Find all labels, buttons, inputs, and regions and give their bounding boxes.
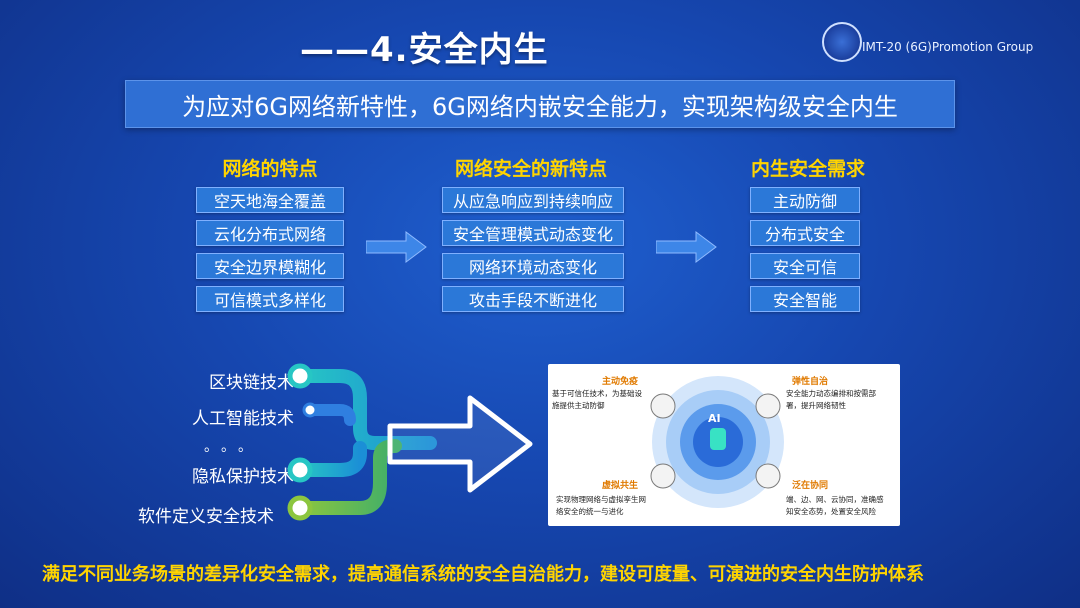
headline-text: 为应对6G网络新特性，6G网络内嵌安全能力，实现架构级安全内生: [182, 92, 898, 121]
quadrant-text: 施提供主动防御: [552, 401, 605, 410]
collaboration-icon: [755, 463, 781, 489]
requirement-box: 主动防御: [750, 187, 860, 213]
technology-label: 区块链技术: [209, 373, 294, 393]
requirement-box: 安全智能: [750, 286, 860, 312]
security-capabilities-diagram: AI 主动免疫 基于可信任技术，为基础设 施提供主动防御 弹性自治 安全能力动态…: [548, 364, 900, 526]
quadrant-text: 署，提升网络韧性: [786, 401, 846, 410]
footer-statement: 满足不同业务场景的差异化安全需求，提高通信系统的安全自治能力，建设可度量、可演进…: [0, 553, 1080, 593]
right-arrow-icon: [656, 231, 717, 263]
technology-label: 软件定义安全技术: [138, 507, 274, 527]
security-feature-box: 攻击手段不断进化: [442, 286, 624, 312]
technology-label: 人工智能技术: [192, 409, 294, 429]
converging-technologies-arrow: [287, 363, 533, 521]
quadrant-text: 知安全态势，处置安全风险: [786, 507, 876, 516]
feature-box: 安全边界模糊化: [196, 253, 344, 279]
ai-chip-icon: [710, 428, 726, 450]
column-heading-security-features: 网络安全的新特点: [454, 158, 607, 180]
feature-box: 可信模式多样化: [196, 286, 344, 312]
footer-text: 满足不同业务场景的差异化安全需求，提高通信系统的安全自治能力，建设可度量、可演进…: [42, 564, 924, 585]
feature-box: 云化分布式网络: [196, 220, 344, 246]
quadrant-text: 安全能力动态编排和按需部: [786, 389, 876, 398]
shield-icon: [755, 393, 781, 419]
technology-ellipsis: 。。。: [204, 439, 262, 455]
requirement-box: 分布式安全: [750, 220, 860, 246]
requirement-box: 安全可信: [750, 253, 860, 279]
feature-box: 空天地海全覆盖: [196, 187, 344, 213]
quadrant-text: 端、边、网、云协同，准确感: [786, 495, 884, 504]
security-feature-box: 安全管理模式动态变化: [442, 220, 624, 246]
quadrant-text: 络安全的统一与进化: [556, 507, 624, 516]
organization-logo-icon: [822, 22, 862, 62]
column-heading-network-features: 网络的特点: [222, 158, 318, 180]
organization-name: IMT-20 (6G)Promotion Group: [862, 40, 1034, 54]
quadrant-title: 主动免疫: [602, 377, 639, 387]
security-feature-box: 从应急响应到持续响应: [442, 187, 624, 213]
column-heading-security-requirements: 内生安全需求: [750, 158, 865, 180]
technology-label: 隐私保护技术: [192, 467, 294, 487]
quadrant-title: 虚拟共生: [602, 481, 639, 491]
slide-title: ——4.安全内生: [300, 30, 549, 70]
quadrant-text: 实现物理网络与虚拟孪生网: [556, 495, 646, 504]
quadrant-text: 基于可信任技术，为基础设: [552, 389, 642, 398]
ai-label: AI: [708, 412, 721, 425]
concentric-circles-graphic: [650, 376, 784, 508]
security-feature-box: 网络环境动态变化: [442, 253, 624, 279]
headline-banner: 为应对6G网络新特性，6G网络内嵌安全能力，实现架构级安全内生: [125, 80, 955, 128]
right-arrow-icon: [366, 231, 427, 263]
immunity-icon: [650, 393, 676, 419]
virtual-twin-icon: [650, 463, 676, 489]
quadrant-title: 弹性自治: [792, 377, 829, 387]
quadrant-title: 泛在协同: [792, 481, 829, 491]
